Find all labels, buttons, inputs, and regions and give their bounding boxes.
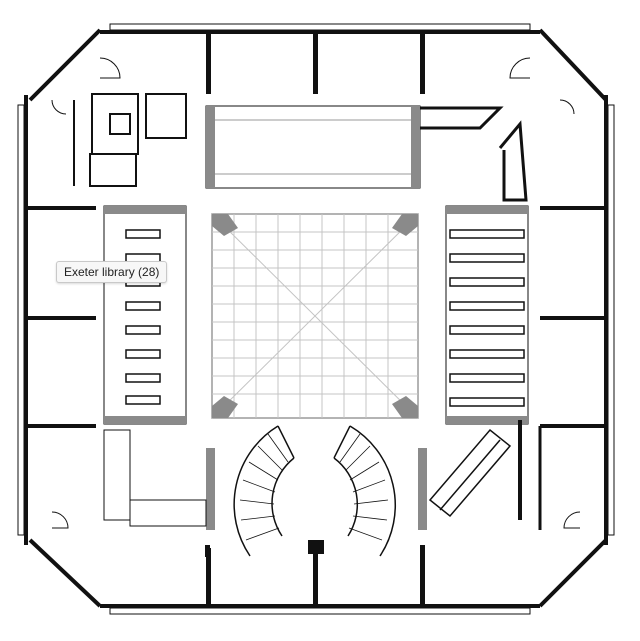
piers	[26, 32, 606, 606]
spiral-staircase-icon	[233, 425, 397, 557]
misc-fixtures	[205, 540, 425, 557]
service-stair-bottom-right	[428, 420, 522, 520]
window-strips	[17, 23, 615, 615]
service-stair-top-left	[73, 93, 187, 187]
door-swings	[51, 57, 581, 529]
right-service-wall	[420, 106, 542, 530]
central-atrium	[211, 213, 419, 419]
left-carrel-wing	[103, 205, 187, 425]
corner-walls	[28, 28, 608, 608]
tooltip: Exeter library (28)	[56, 261, 168, 283]
lower-walls	[103, 429, 427, 530]
right-carrel-wing	[445, 205, 529, 425]
top-stack-wall	[205, 105, 421, 189]
